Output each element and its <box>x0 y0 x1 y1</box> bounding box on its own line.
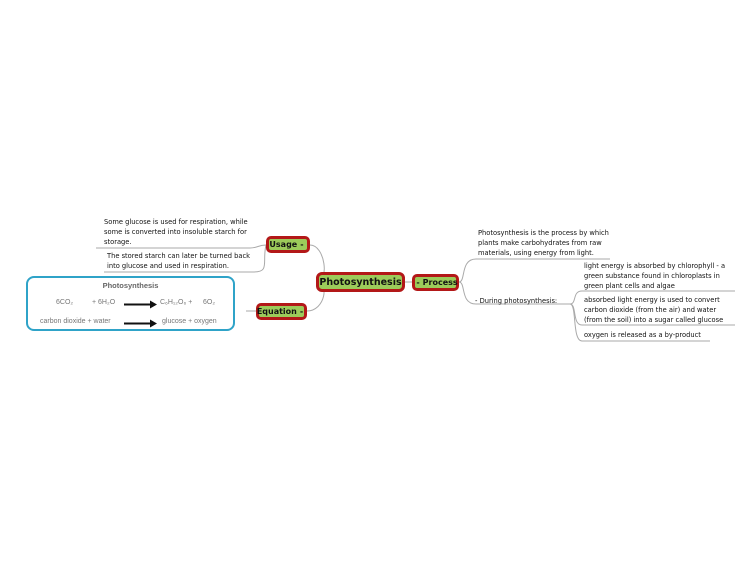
process-step-3: oxygen is released as a by-product <box>584 331 701 339</box>
process-label: Process <box>422 278 458 287</box>
during-collapse-toggle[interactable]: - <box>475 297 478 305</box>
equation-image: Photosynthesis 6CO₂ + 6H₂O C₆H₁₂O₆ + 6O₂… <box>26 276 235 331</box>
process-step-1: light energy is absorbed by chlorophyll … <box>584 262 726 290</box>
during-photosynthesis-label: During photosynthesis: <box>479 297 558 305</box>
equation-word-reactants: carbon dioxide + water <box>40 318 111 325</box>
connector-during <box>458 281 570 305</box>
connector-step-3 <box>569 303 710 342</box>
equation-collapse-toggle[interactable]: - <box>299 307 304 316</box>
usage-note-1: Some glucose is used for respiration, wh… <box>104 218 248 246</box>
central-topic-label: Photosynthesis <box>319 276 402 288</box>
equation-reactant-co2: 6CO₂ <box>56 299 74 306</box>
equation-word-products: glucose + oxygen <box>162 318 217 325</box>
equation-label: Equation <box>256 307 297 316</box>
process-node[interactable]: - Process <box>412 274 459 291</box>
usage-label: Usage <box>269 240 298 249</box>
usage-note-2: The stored starch can later be turned ba… <box>107 252 250 270</box>
equation-reactant-h2o: + 6H₂O <box>92 299 116 306</box>
process-collapse-toggle[interactable]: - <box>416 278 420 287</box>
connector-step-1 <box>569 290 735 305</box>
equation-node[interactable]: Equation - <box>256 303 307 320</box>
usage-collapse-toggle[interactable]: - <box>300 240 304 249</box>
central-topic-node[interactable]: Photosynthesis <box>316 272 405 292</box>
process-step-2: absorbed light energy is used to convert… <box>584 296 724 324</box>
equation-image-title: Photosynthesis <box>102 281 159 290</box>
equation-arrow-icon <box>124 300 157 309</box>
process-definition: Photosynthesis is the process by which p… <box>478 229 609 257</box>
during-photosynthesis-node[interactable]: - During photosynthesis: <box>475 296 557 306</box>
usage-node[interactable]: Usage - <box>266 236 310 253</box>
connector-usage-note2 <box>104 244 267 273</box>
equation-product-glucose: C₆H₁₂O₆ + <box>160 299 193 306</box>
equation-word-arrow-icon <box>124 319 157 328</box>
equation-product-oxygen: 6O₂ <box>203 299 216 306</box>
connector-usage-note1 <box>96 244 267 249</box>
connector-definition <box>458 258 610 283</box>
